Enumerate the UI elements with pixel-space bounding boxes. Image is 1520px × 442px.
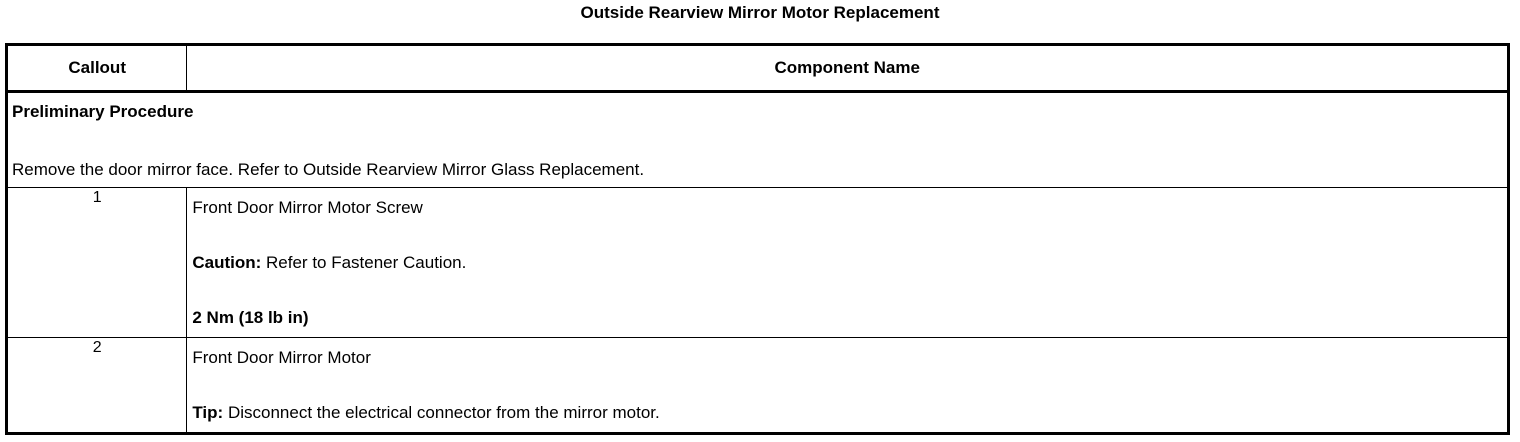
page-title: Outside Rearview Mirror Motor Replacemen…	[580, 3, 940, 22]
caution-label: Caution:	[192, 253, 262, 272]
component-name-text: Front Door Mirror Motor	[192, 348, 371, 367]
procedure-table: Callout Component Name Preliminary Proce…	[5, 43, 1510, 435]
preliminary-procedure-row: Preliminary Procedure Remove the door mi…	[6, 91, 1509, 188]
table-header-row: Callout Component Name	[5, 44, 1509, 93]
tip-text: Disconnect the electrical connector from…	[223, 403, 660, 422]
tip-note: Tip: Disconnect the electrical connector…	[192, 402, 1503, 424]
table-row: 1 Front Door Mirror Motor Screw Caution:…	[5, 187, 1509, 338]
callout-number: 1	[5, 187, 188, 338]
caution-text: Refer to Fastener Caution.	[261, 253, 467, 272]
preliminary-procedure-text: Remove the door mirror face. Refer to Ou…	[12, 160, 645, 179]
callout-number: 2	[5, 337, 188, 434]
preliminary-procedure-heading: Preliminary Procedure	[12, 102, 194, 121]
column-header-callout: Callout	[5, 44, 188, 93]
torque-spec: 2 Nm (18 lb in)	[192, 308, 309, 327]
component-name-cell: Front Door Mirror Motor Tip: Disconnect …	[186, 337, 1509, 434]
column-header-component-name: Component Name	[186, 44, 1509, 93]
component-name-text: Front Door Mirror Motor Screw	[192, 198, 423, 217]
caution-note: Caution: Refer to Fastener Caution.	[192, 252, 1503, 274]
tip-label: Tip:	[192, 403, 224, 422]
component-name-cell: Front Door Mirror Motor Screw Caution: R…	[186, 187, 1509, 338]
preliminary-procedure-cell: Preliminary Procedure Remove the door mi…	[6, 91, 1509, 188]
table-row: 2 Front Door Mirror Motor Tip: Disconnec…	[5, 337, 1509, 434]
